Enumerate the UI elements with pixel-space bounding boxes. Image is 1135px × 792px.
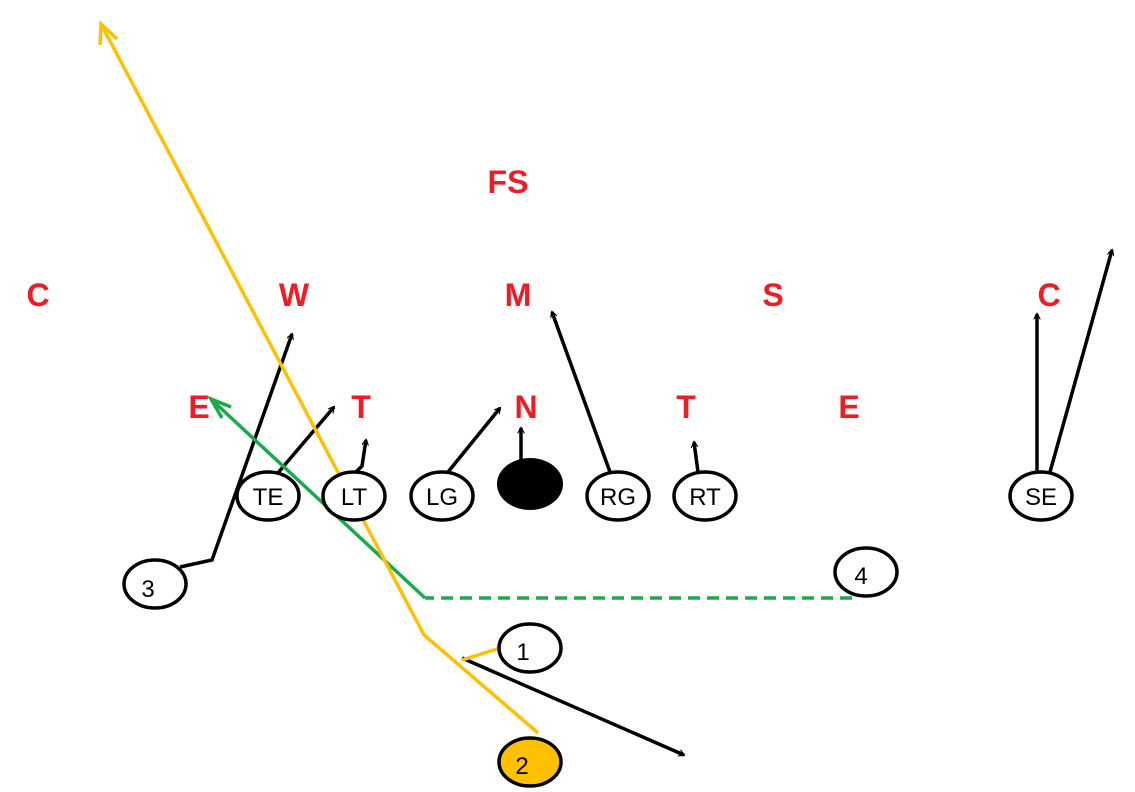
player-3-label: 3	[141, 576, 154, 603]
ball-center	[497, 458, 563, 510]
player-4: 4	[833, 546, 899, 598]
player-3: 3	[122, 558, 188, 610]
defender-n-label: N	[514, 389, 537, 425]
defender-w-label: W	[279, 277, 310, 313]
player-te: TE	[235, 470, 301, 522]
player-4-label: 4	[854, 563, 867, 590]
player-1: 1	[497, 622, 563, 674]
pitch-arrowhead-icon	[206, 395, 232, 419]
player-rt-circle	[672, 470, 738, 522]
te-block-line	[275, 407, 336, 476]
defender-t-left-label: T	[351, 389, 371, 425]
defender-e-left-label: E	[188, 389, 209, 425]
player-se: SE	[1008, 470, 1074, 522]
qb-route-line	[100, 25, 540, 735]
defender-e-right-label: E	[838, 389, 859, 425]
player-4-circle	[833, 546, 899, 598]
player-lg-circle	[409, 470, 475, 522]
player-rt-label: RT	[689, 484, 721, 511]
player-2-label: 2	[515, 753, 528, 780]
rt-block-line	[694, 442, 700, 473]
player-2-circle	[497, 736, 563, 788]
rg-block-line	[552, 312, 612, 473]
defender-t-right-label: T	[676, 389, 696, 425]
player-rg: RG	[585, 470, 651, 522]
player-3-circle	[122, 558, 188, 610]
defender-fs-label: FS	[488, 164, 529, 200]
defender-c-right-label: C	[1037, 277, 1060, 313]
offense: TE LT LG RG RT SE 3 4	[122, 458, 1074, 788]
player-lg-label: LG	[426, 484, 458, 511]
lt-block-line	[354, 440, 366, 474]
player-se-circle	[1008, 470, 1074, 522]
qb-route	[98, 20, 540, 735]
defender-c-left-label: C	[26, 277, 49, 313]
back-3-route	[179, 334, 292, 569]
pitch-route-line	[211, 399, 427, 600]
player-1-circle	[497, 622, 563, 674]
blocking-assignments	[179, 250, 1112, 757]
player-lg: LG	[409, 470, 475, 522]
defender-m-label: M	[505, 277, 532, 313]
player-te-circle	[235, 470, 301, 522]
player-se-label: SE	[1025, 484, 1057, 511]
qb-route-arrowhead-icon	[98, 20, 119, 46]
player-1-label: 1	[516, 639, 529, 666]
player-2-qb: 2	[497, 736, 563, 788]
defender-s-label: S	[762, 277, 783, 313]
player-lt: LT	[321, 470, 387, 522]
player-rg-label: RG	[600, 484, 636, 511]
pitch-route	[206, 395, 852, 600]
back-1-connector	[461, 646, 501, 662]
player-rt: RT	[672, 470, 738, 522]
player-te-label: TE	[253, 484, 284, 511]
back-1-route	[461, 656, 684, 757]
defense: FS C W M S C E T N T E	[26, 164, 1060, 425]
player-lt-circle	[321, 470, 387, 522]
player-rg-circle	[585, 470, 651, 522]
lg-block-line	[446, 408, 502, 474]
player-lt-label: LT	[341, 484, 368, 511]
se-route-go	[1048, 250, 1112, 473]
